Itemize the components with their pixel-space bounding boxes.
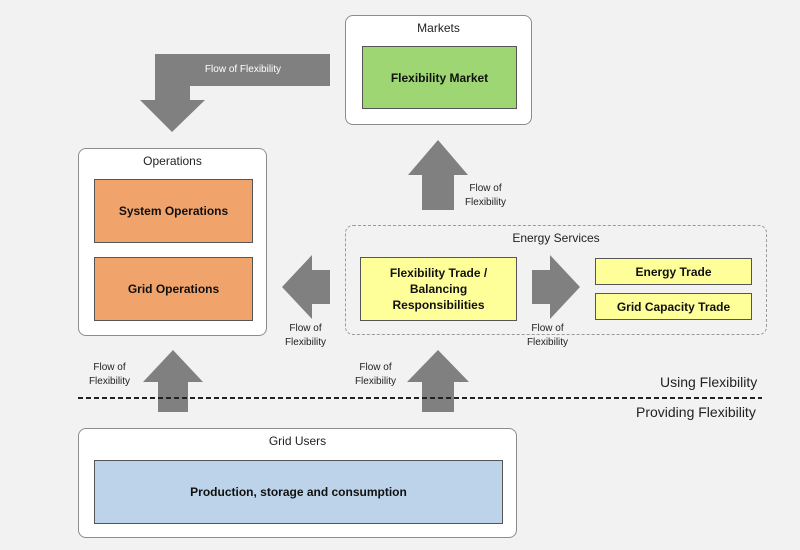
flow-arrow-users-to-operations: [143, 350, 203, 412]
energy-services-group: Energy Services Flexibility Trade / Bala…: [345, 225, 767, 335]
operations-group: Operations System Operations Grid Operat…: [78, 148, 267, 336]
flow-label-users-to-operations: Flow of Flexibility: [88, 362, 131, 387]
flow-label-to-operations: Flow of Flexibility: [284, 323, 327, 348]
flow-label-to-trade: Flow of Flexibility: [526, 323, 569, 348]
flow-label-top: Flow of Flexibility: [204, 64, 282, 75]
operations-title: Operations: [143, 154, 202, 168]
flow-arrow-users-to-services: [407, 350, 469, 412]
flow-arrow-services-to-markets: [408, 140, 468, 210]
flexibility-market-box: Flexibility Market: [362, 46, 517, 109]
production-storage-consumption-box: Production, storage and consumption: [94, 460, 503, 524]
flow-label-users-to-services: Flow of Flexibility: [354, 362, 397, 387]
using-flexibility-label: Using Flexibility: [660, 374, 758, 390]
grid-users-group: Grid Users Production, storage and consu…: [78, 428, 517, 538]
grid-operations-box: Grid Operations: [94, 257, 253, 321]
flow-label-to-markets: Flow of Flexibility: [464, 183, 507, 208]
flexibility-trade-box: Flexibility Trade / Balancing Responsibi…: [360, 257, 517, 321]
flow-arrow-services-to-operations: [282, 255, 330, 319]
markets-group: Markets Flexibility Market: [345, 15, 532, 125]
energy-services-title: Energy Services: [512, 231, 600, 245]
markets-title: Markets: [417, 21, 460, 35]
flow-arrow-markets-to-operations: [140, 54, 330, 132]
flow-arrow-flex-to-trade: [532, 255, 580, 319]
energy-trade-box: Energy Trade: [595, 258, 752, 285]
grid-users-title: Grid Users: [268, 434, 327, 448]
grid-capacity-trade-box: Grid Capacity Trade: [595, 293, 752, 320]
providing-flexibility-label: Providing Flexibility: [636, 404, 756, 420]
system-operations-box: System Operations: [94, 179, 253, 243]
